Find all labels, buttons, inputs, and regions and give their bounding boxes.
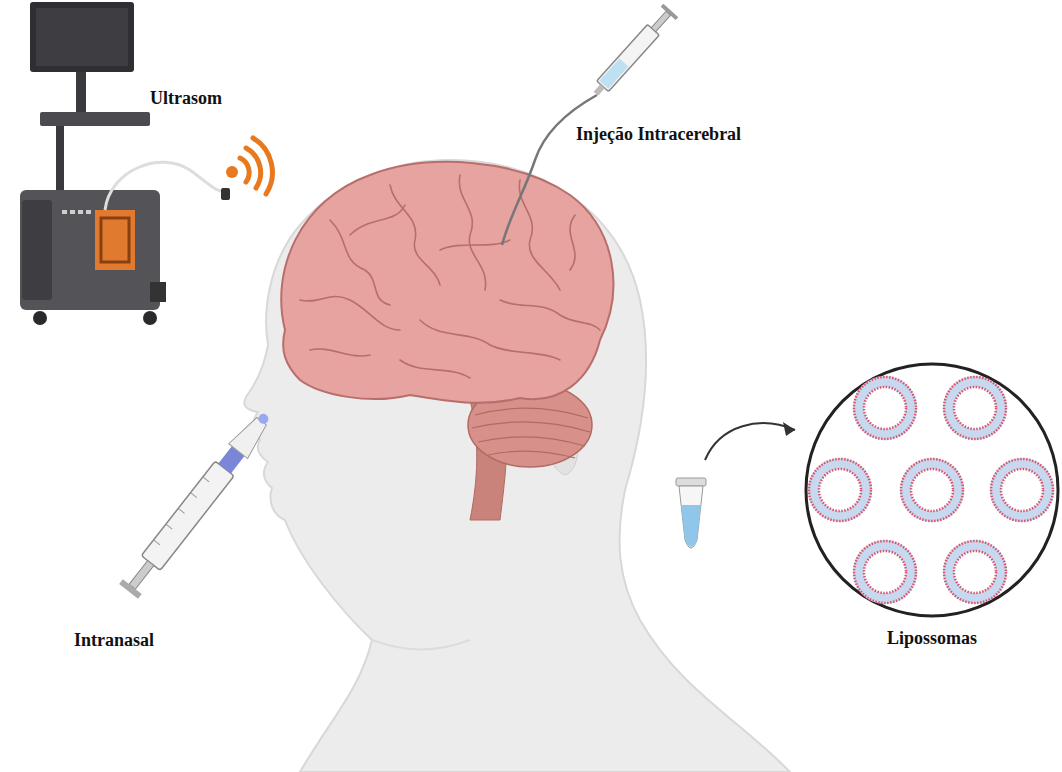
ultrasound-waves (226, 138, 272, 194)
ultrasound-label: Ultrasom (150, 88, 222, 110)
head-silhouette (244, 160, 790, 772)
brain (281, 162, 613, 403)
injection-label: Injeção Intracerebral (576, 124, 741, 146)
zoom-circle (806, 364, 1058, 616)
liposomes (808, 376, 1054, 604)
ultrasound-machine (20, 2, 230, 325)
liposome-tube (676, 422, 795, 548)
intranasal-syringe (119, 408, 276, 599)
liposome-label: Lipossomas (887, 628, 977, 650)
intranasal-label: Intranasal (74, 630, 154, 652)
